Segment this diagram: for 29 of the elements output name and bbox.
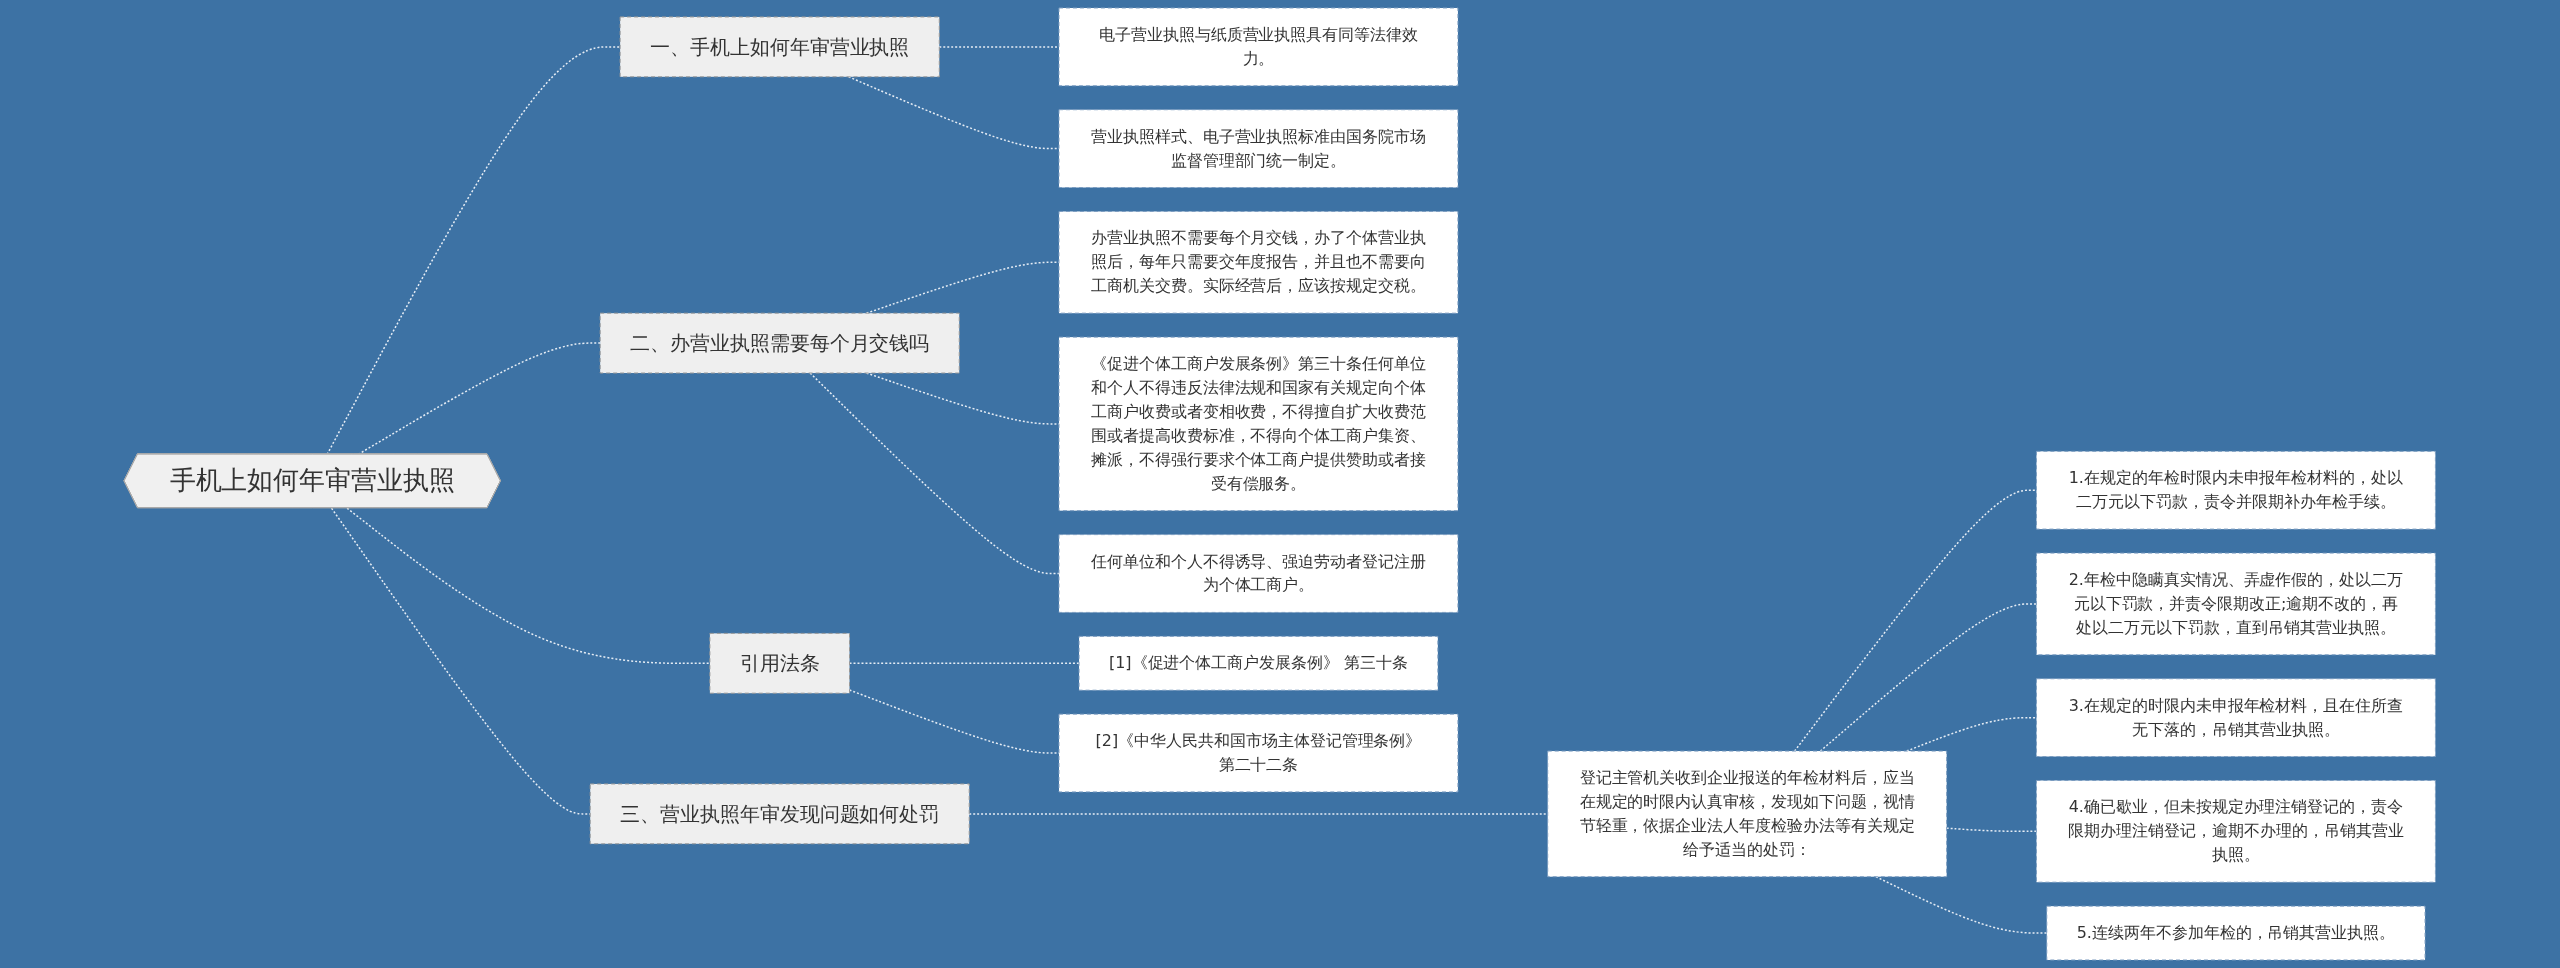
node-box: 二、办营业执照需要每个月交钱吗 <box>599 312 961 374</box>
node-box: 登记主管机关收到企业报送的年检材料后，应当在规定的时限内认真审核，发现如下问题，视情节轻重，依据企业法人年度检验办法等有关规定给予适当的处罚： <box>1547 750 1948 878</box>
connector <box>849 662 1081 665</box>
connector <box>866 261 1060 314</box>
node-box: 4.确已歇业，但未按规定办理注销登记的，责令限期办理注销登记，逾期不办理的，吊销其营业执照。 <box>2036 779 2437 883</box>
node-box: 一、手机上如何年审营业执照 <box>619 16 941 78</box>
connector <box>1946 827 2038 833</box>
connector <box>346 507 711 665</box>
connector <box>848 76 1060 150</box>
connector <box>1875 875 2048 934</box>
node-box: 2.年检中隐瞒真实情况、弄虚作假的，处以二万元以下罚款，并责令限期改正;逾期不改的，再处以二万元以下罚款，直到吊销其营业执照。 <box>2036 552 2437 656</box>
connector <box>1794 489 2038 752</box>
node-box: 任何单位和个人不得诱导、强迫劳动者登记注册为个体工商户。 <box>1058 534 1459 613</box>
node-box: 营业执照样式、电子营业执照标准由国务院市场监督管理部门统一制定。 <box>1058 109 1459 188</box>
connector <box>849 689 1060 754</box>
node-box: 引用法条 <box>709 632 851 694</box>
node-box: 3.在规定的时限内未申报年检材料，且在住所查无下落的，吊销其营业执照。 <box>2036 678 2437 758</box>
node-box: 《促进个体工商户发展条例》第三十条任何单位和个人不得违反法律法规和国家有关规定向个体工商户收费或者变相收费，不得擅自扩大收费范围或者提高收费标准，不得向个体工商户集资、摊派，不得强行要求个体工商户提供赞助或者接受有偿服务。 <box>1058 336 1459 512</box>
connector <box>809 372 1060 575</box>
node-box: 5.连续两年不参加年检的，吊销其营业执照。 <box>2046 905 2426 961</box>
connector <box>1819 603 2038 752</box>
node-box: 三、营业执照年审发现问题如何处罚 <box>590 783 970 845</box>
connector <box>938 46 1060 48</box>
node-box: 办营业执照不需要每个月交钱，办了个体营业执照后，每年只需要交年度报告，并且也不需要向工商机关交费。实际经营后，应该按规定交税。 <box>1058 210 1459 314</box>
node-box: 电子营业执照与纸质营业执照具有同等法律效力。 <box>1058 7 1459 87</box>
connector <box>968 813 1549 815</box>
node-box: [2]《中华人民共和国市场主体登记管理条例》第二十二条 <box>1058 713 1459 793</box>
node-box: [1]《促进个体工商户发展条例》 第三十条 <box>1078 635 1439 691</box>
node-box: 1.在规定的年检时限内未申报年检材料的，处以二万元以下罚款，责令并限期补办年检手续。 <box>2036 450 2437 530</box>
